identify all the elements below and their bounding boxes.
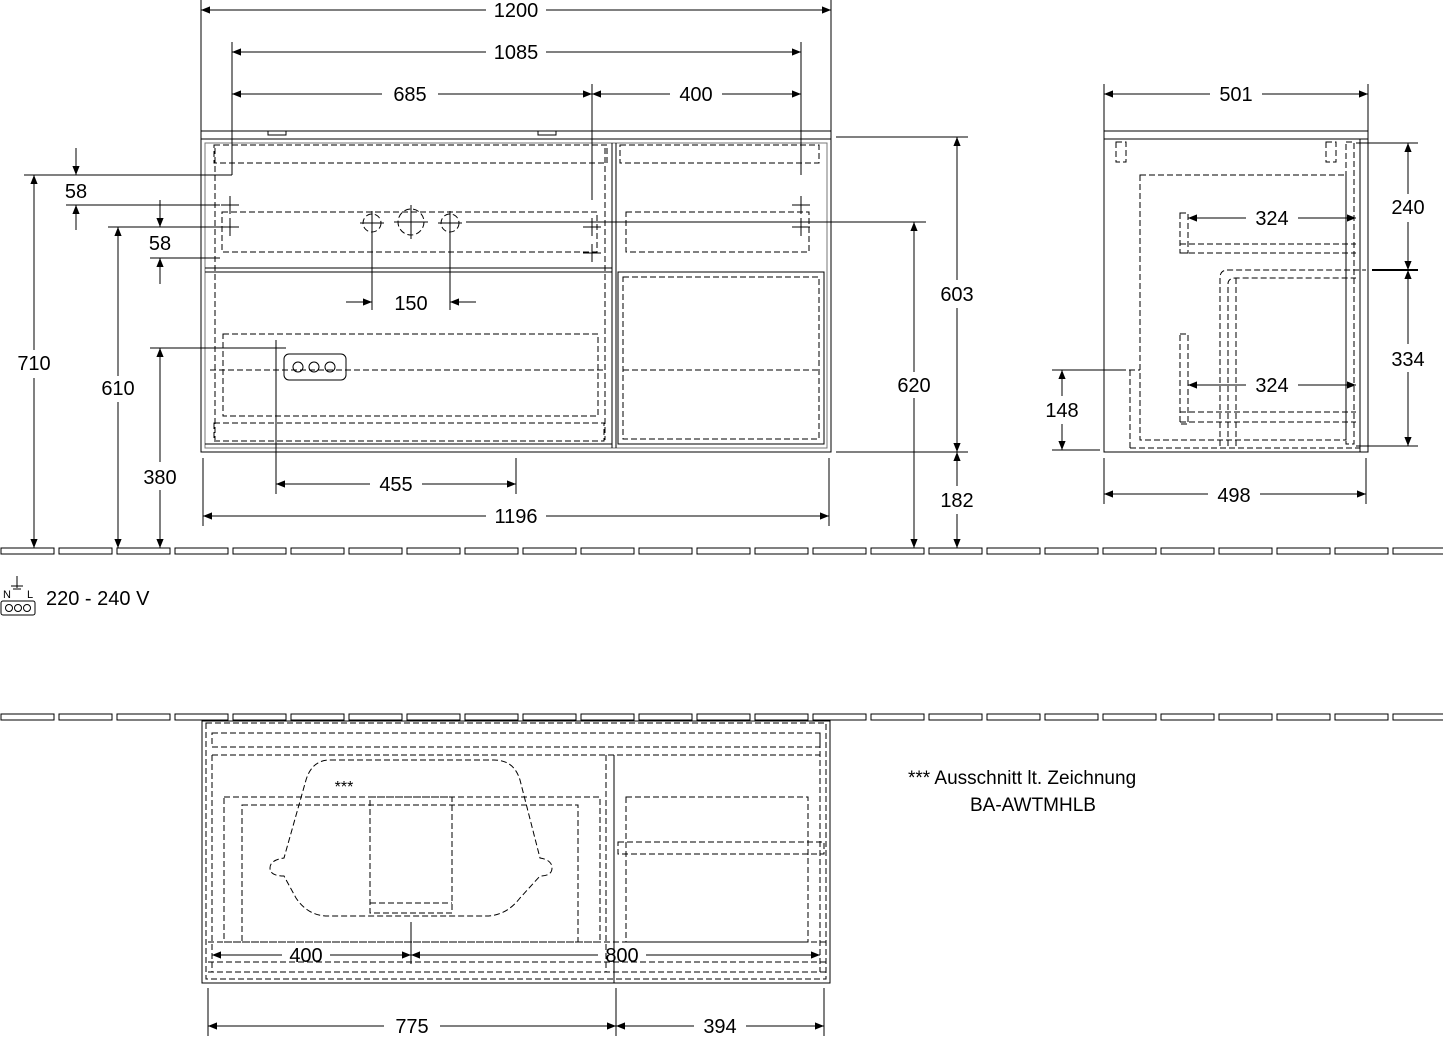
floor-segment	[696, 547, 751, 555]
floor-segment	[174, 713, 229, 721]
dim-height-148: 148	[1045, 400, 1078, 422]
tap-hole-left	[360, 211, 384, 235]
floor-segment	[1160, 547, 1215, 555]
dim-shelf-top: 324	[1255, 208, 1288, 230]
floor-segment	[1334, 713, 1389, 721]
floor-segment	[290, 713, 345, 721]
floor-segment	[232, 713, 287, 721]
floor-segment	[232, 547, 287, 555]
dim-bowl-offset: 400	[289, 945, 322, 967]
side-view: 501 498 324 324 240 334 148	[1045, 84, 1425, 507]
floor-segment	[406, 713, 461, 721]
floor-segment	[1218, 713, 1273, 721]
floor-segment	[116, 713, 171, 721]
floor-segment	[754, 547, 809, 555]
floor-segment	[812, 547, 867, 555]
floor-segment	[870, 713, 925, 721]
dim-width-total: 1200	[494, 0, 539, 22]
power-symbol-l: L	[27, 589, 33, 601]
dim-gap-58-top: 58	[65, 181, 87, 203]
floor-segment	[696, 713, 751, 721]
floor-segment	[1392, 713, 1443, 721]
floor-segment	[464, 547, 519, 555]
dim-gap-58-bottom: 58	[149, 233, 171, 255]
floor-segment	[986, 713, 1041, 721]
dim-height-380: 380	[143, 467, 176, 489]
floor-segment	[348, 547, 403, 555]
floor-segment	[290, 547, 345, 555]
basin-cutout	[269, 759, 553, 917]
dim-height-620: 620	[897, 375, 930, 397]
power-outlet	[283, 353, 347, 381]
floor-segment	[812, 713, 867, 721]
floor-segment	[464, 713, 519, 721]
floor-segment	[522, 713, 577, 721]
floor-segment	[0, 713, 55, 721]
floor-line-upper	[0, 547, 1443, 555]
note-line-2: BA-AWTMHLB	[970, 795, 1096, 816]
dim-floor-gap: 182	[940, 490, 973, 512]
cutout-mark: ***	[335, 779, 354, 796]
dim-depth-top: 501	[1219, 84, 1252, 106]
dim-width-775: 775	[395, 1016, 428, 1038]
floor-segment	[1044, 713, 1099, 721]
floor-segment	[174, 547, 229, 555]
dim-height-240: 240	[1391, 197, 1424, 219]
floor-segment	[638, 713, 693, 721]
dim-inner-800: 800	[605, 945, 638, 967]
floor-segment	[928, 547, 983, 555]
floor-segment	[580, 547, 635, 555]
dim-width-inner: 1085	[494, 42, 539, 64]
floor-segment	[928, 713, 983, 721]
power-voltage-label: 220 - 240 V	[46, 588, 150, 610]
note-line-1: *** Ausschnitt lt. Zeichnung	[908, 768, 1136, 789]
tap-hole-center	[394, 205, 428, 239]
dim-height-total: 710	[17, 353, 50, 375]
floor-segment	[986, 547, 1041, 555]
floor-segment	[638, 547, 693, 555]
dim-height-334: 334	[1391, 349, 1424, 371]
dim-width-394: 394	[703, 1016, 736, 1038]
floor-segment	[406, 547, 461, 555]
dim-width-left: 685	[393, 84, 426, 106]
power-plug-icon: N L	[0, 576, 36, 616]
dim-shelf-bottom: 324	[1255, 375, 1288, 397]
tap-hole-right	[438, 211, 462, 235]
floor-segment	[1102, 547, 1157, 555]
floor-segment	[1044, 547, 1099, 555]
dim-height-610: 610	[101, 378, 134, 400]
floor-segment	[1218, 547, 1273, 555]
floor-segment	[1102, 713, 1157, 721]
floor-segment	[58, 547, 113, 555]
floor-segment	[116, 547, 171, 555]
front-view: 1200 1085 685 400 150 455 1196 710	[17, 0, 974, 548]
power-symbol-n: N	[3, 589, 11, 601]
floor-segment	[1160, 713, 1215, 721]
floor-segment	[580, 713, 635, 721]
floor-line-lower	[0, 713, 1443, 721]
floor-segment	[522, 547, 577, 555]
floor-segment	[348, 713, 403, 721]
dim-outlet-offset: 455	[379, 474, 412, 496]
floor-segment	[1392, 547, 1443, 555]
top-view: *** 400 800 775 394	[201, 720, 831, 1038]
floor-segment	[1276, 713, 1331, 721]
floor-segment	[754, 713, 809, 721]
dim-width-bottom: 1196	[494, 506, 537, 528]
floor-segment	[58, 713, 113, 721]
floor-segment	[1276, 547, 1331, 555]
floor-segment	[0, 547, 55, 555]
dim-depth-bottom: 498	[1217, 485, 1250, 507]
dim-width-right: 400	[679, 84, 712, 106]
floor-segment	[1334, 547, 1389, 555]
dim-body-height: 603	[940, 284, 973, 306]
dim-tap-spacing: 150	[394, 293, 427, 315]
floor-segment	[870, 547, 925, 555]
